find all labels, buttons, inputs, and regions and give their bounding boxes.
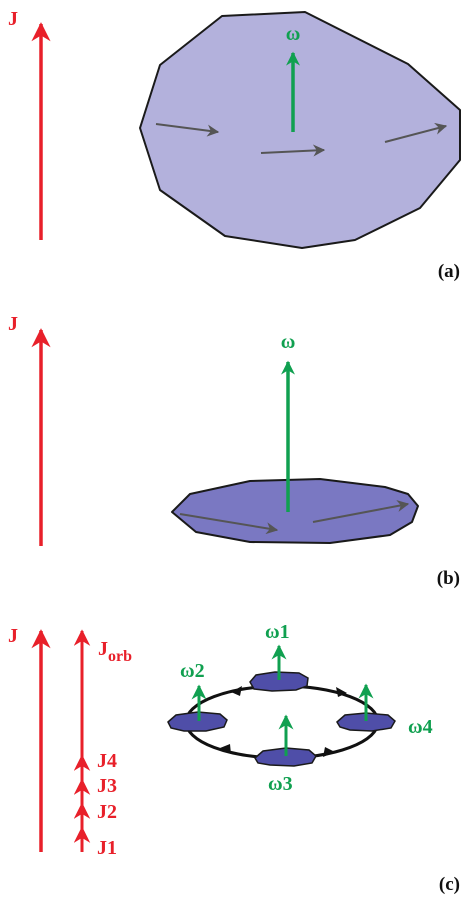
panel-b-label: (b) [437,568,460,589]
panel-b-omega-label: ω [281,331,296,353]
panel-c-omega-2-label: ω2 [180,660,205,682]
panel-c-orbit-arrowhead-bottom-right [323,747,335,757]
panel-b-j-label: J [8,313,18,335]
panel-a: J ω (a) [8,8,460,282]
panel-c-j-label: J [8,625,18,647]
panel-c-omega-3-label: ω3 [268,773,293,795]
panel-b-thin-disk [172,479,418,543]
panel-c-label: (c) [439,874,460,895]
panel-c: J Jorb J4 J3 J2 J1 ω1 ω2 ω3 [8,621,460,895]
panel-a-label: (a) [438,261,460,282]
panel-c-omega-1-label: ω1 [265,621,290,643]
panel-a-j-label: J [8,8,18,30]
panel-c-j-orb-base: J [98,638,108,660]
panel-a-omega-label: ω [286,23,301,45]
panel-c-j4-label: J4 [97,750,117,772]
panel-c-j2-label: J2 [97,801,117,823]
panel-c-j1-label: J1 [97,837,117,859]
panel-c-omega-4-label: ω4 [408,716,433,738]
panel-c-j3-label: J3 [97,775,117,797]
panel-a-gas-cloud [140,12,460,248]
panel-c-j-orb-label: Jorb [98,638,132,665]
panel-c-j-orb-sub: orb [108,648,132,665]
panel-b: J ω (b) [8,313,460,589]
